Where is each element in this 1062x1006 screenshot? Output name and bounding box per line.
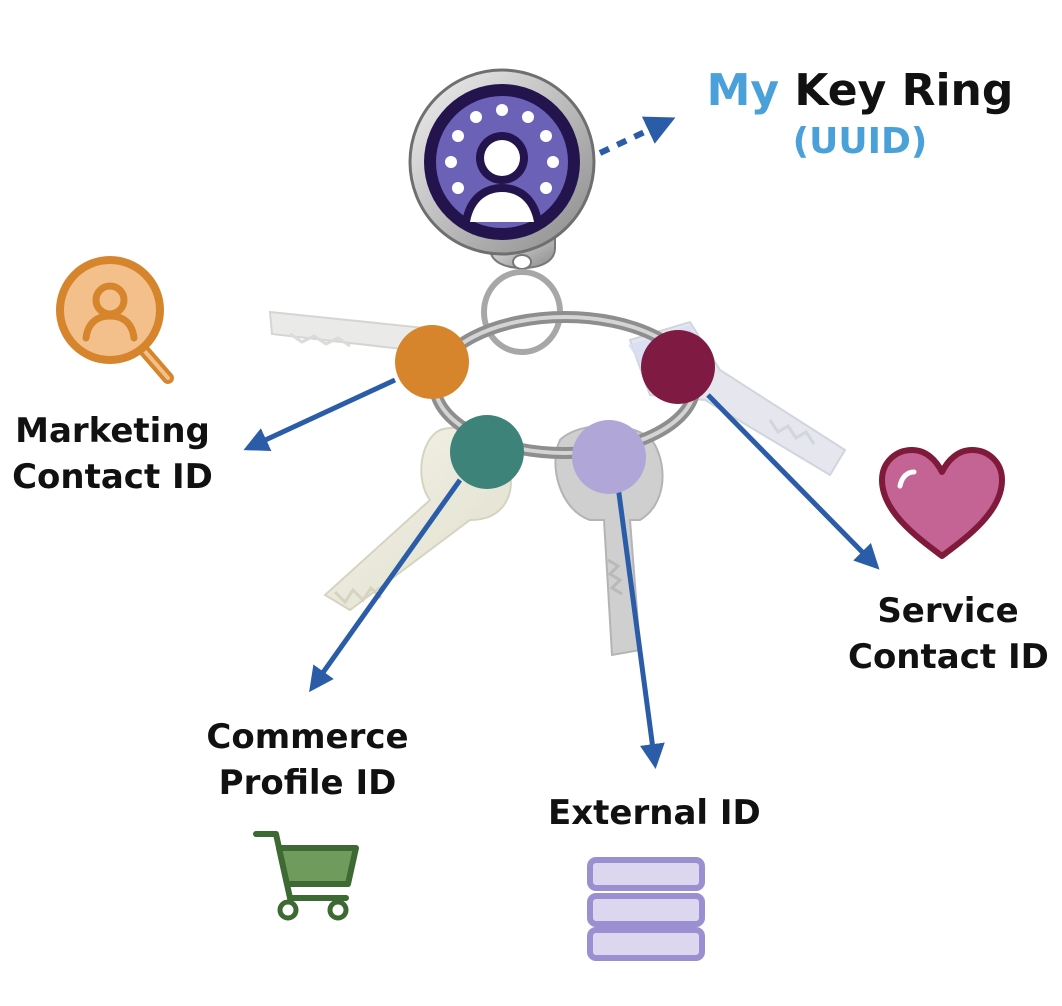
database-stack-icon bbox=[587, 857, 705, 961]
dot-service bbox=[641, 330, 715, 404]
arrow-commerce bbox=[309, 478, 463, 693]
connector-arrows bbox=[243, 377, 880, 769]
label-commerce-line1: Commerce bbox=[206, 717, 409, 757]
label-marketing-contact-id: Marketing Contact ID bbox=[10, 408, 215, 500]
fob-to-title-arrow bbox=[598, 116, 676, 156]
title-key-ring: Key Ring bbox=[794, 65, 1014, 116]
label-external-id: External ID bbox=[548, 790, 761, 836]
label-service-contact-id: Service Contact ID bbox=[848, 588, 1049, 680]
label-service-line1: Service bbox=[877, 591, 1019, 631]
shopping-cart-icon bbox=[253, 831, 359, 921]
label-commerce-profile-id: Commerce Profile ID bbox=[200, 714, 415, 806]
arrow-marketing bbox=[243, 377, 397, 451]
person-avatar-icon bbox=[462, 132, 542, 222]
key-ring-title: My Key Ring (UUID) bbox=[700, 62, 1020, 164]
fob-dots bbox=[445, 104, 559, 194]
heart-icon bbox=[879, 447, 1005, 559]
id-dots bbox=[395, 325, 715, 494]
label-service-line2: Contact ID bbox=[848, 637, 1049, 677]
dot-commerce bbox=[450, 415, 524, 489]
label-commerce-line2: Profile ID bbox=[218, 763, 397, 803]
label-marketing-line2: Contact ID bbox=[12, 457, 213, 497]
dot-marketing bbox=[395, 325, 469, 399]
arrow-external bbox=[615, 485, 665, 769]
title-uuid: (UUID) bbox=[792, 121, 928, 162]
label-marketing-line1: Marketing bbox=[15, 411, 210, 451]
user-search-icon bbox=[56, 256, 174, 384]
fob bbox=[408, 68, 596, 256]
arrow-service bbox=[706, 393, 880, 570]
title-my: My bbox=[706, 65, 780, 116]
dot-external bbox=[572, 420, 646, 494]
label-external-line1: External ID bbox=[548, 793, 761, 833]
